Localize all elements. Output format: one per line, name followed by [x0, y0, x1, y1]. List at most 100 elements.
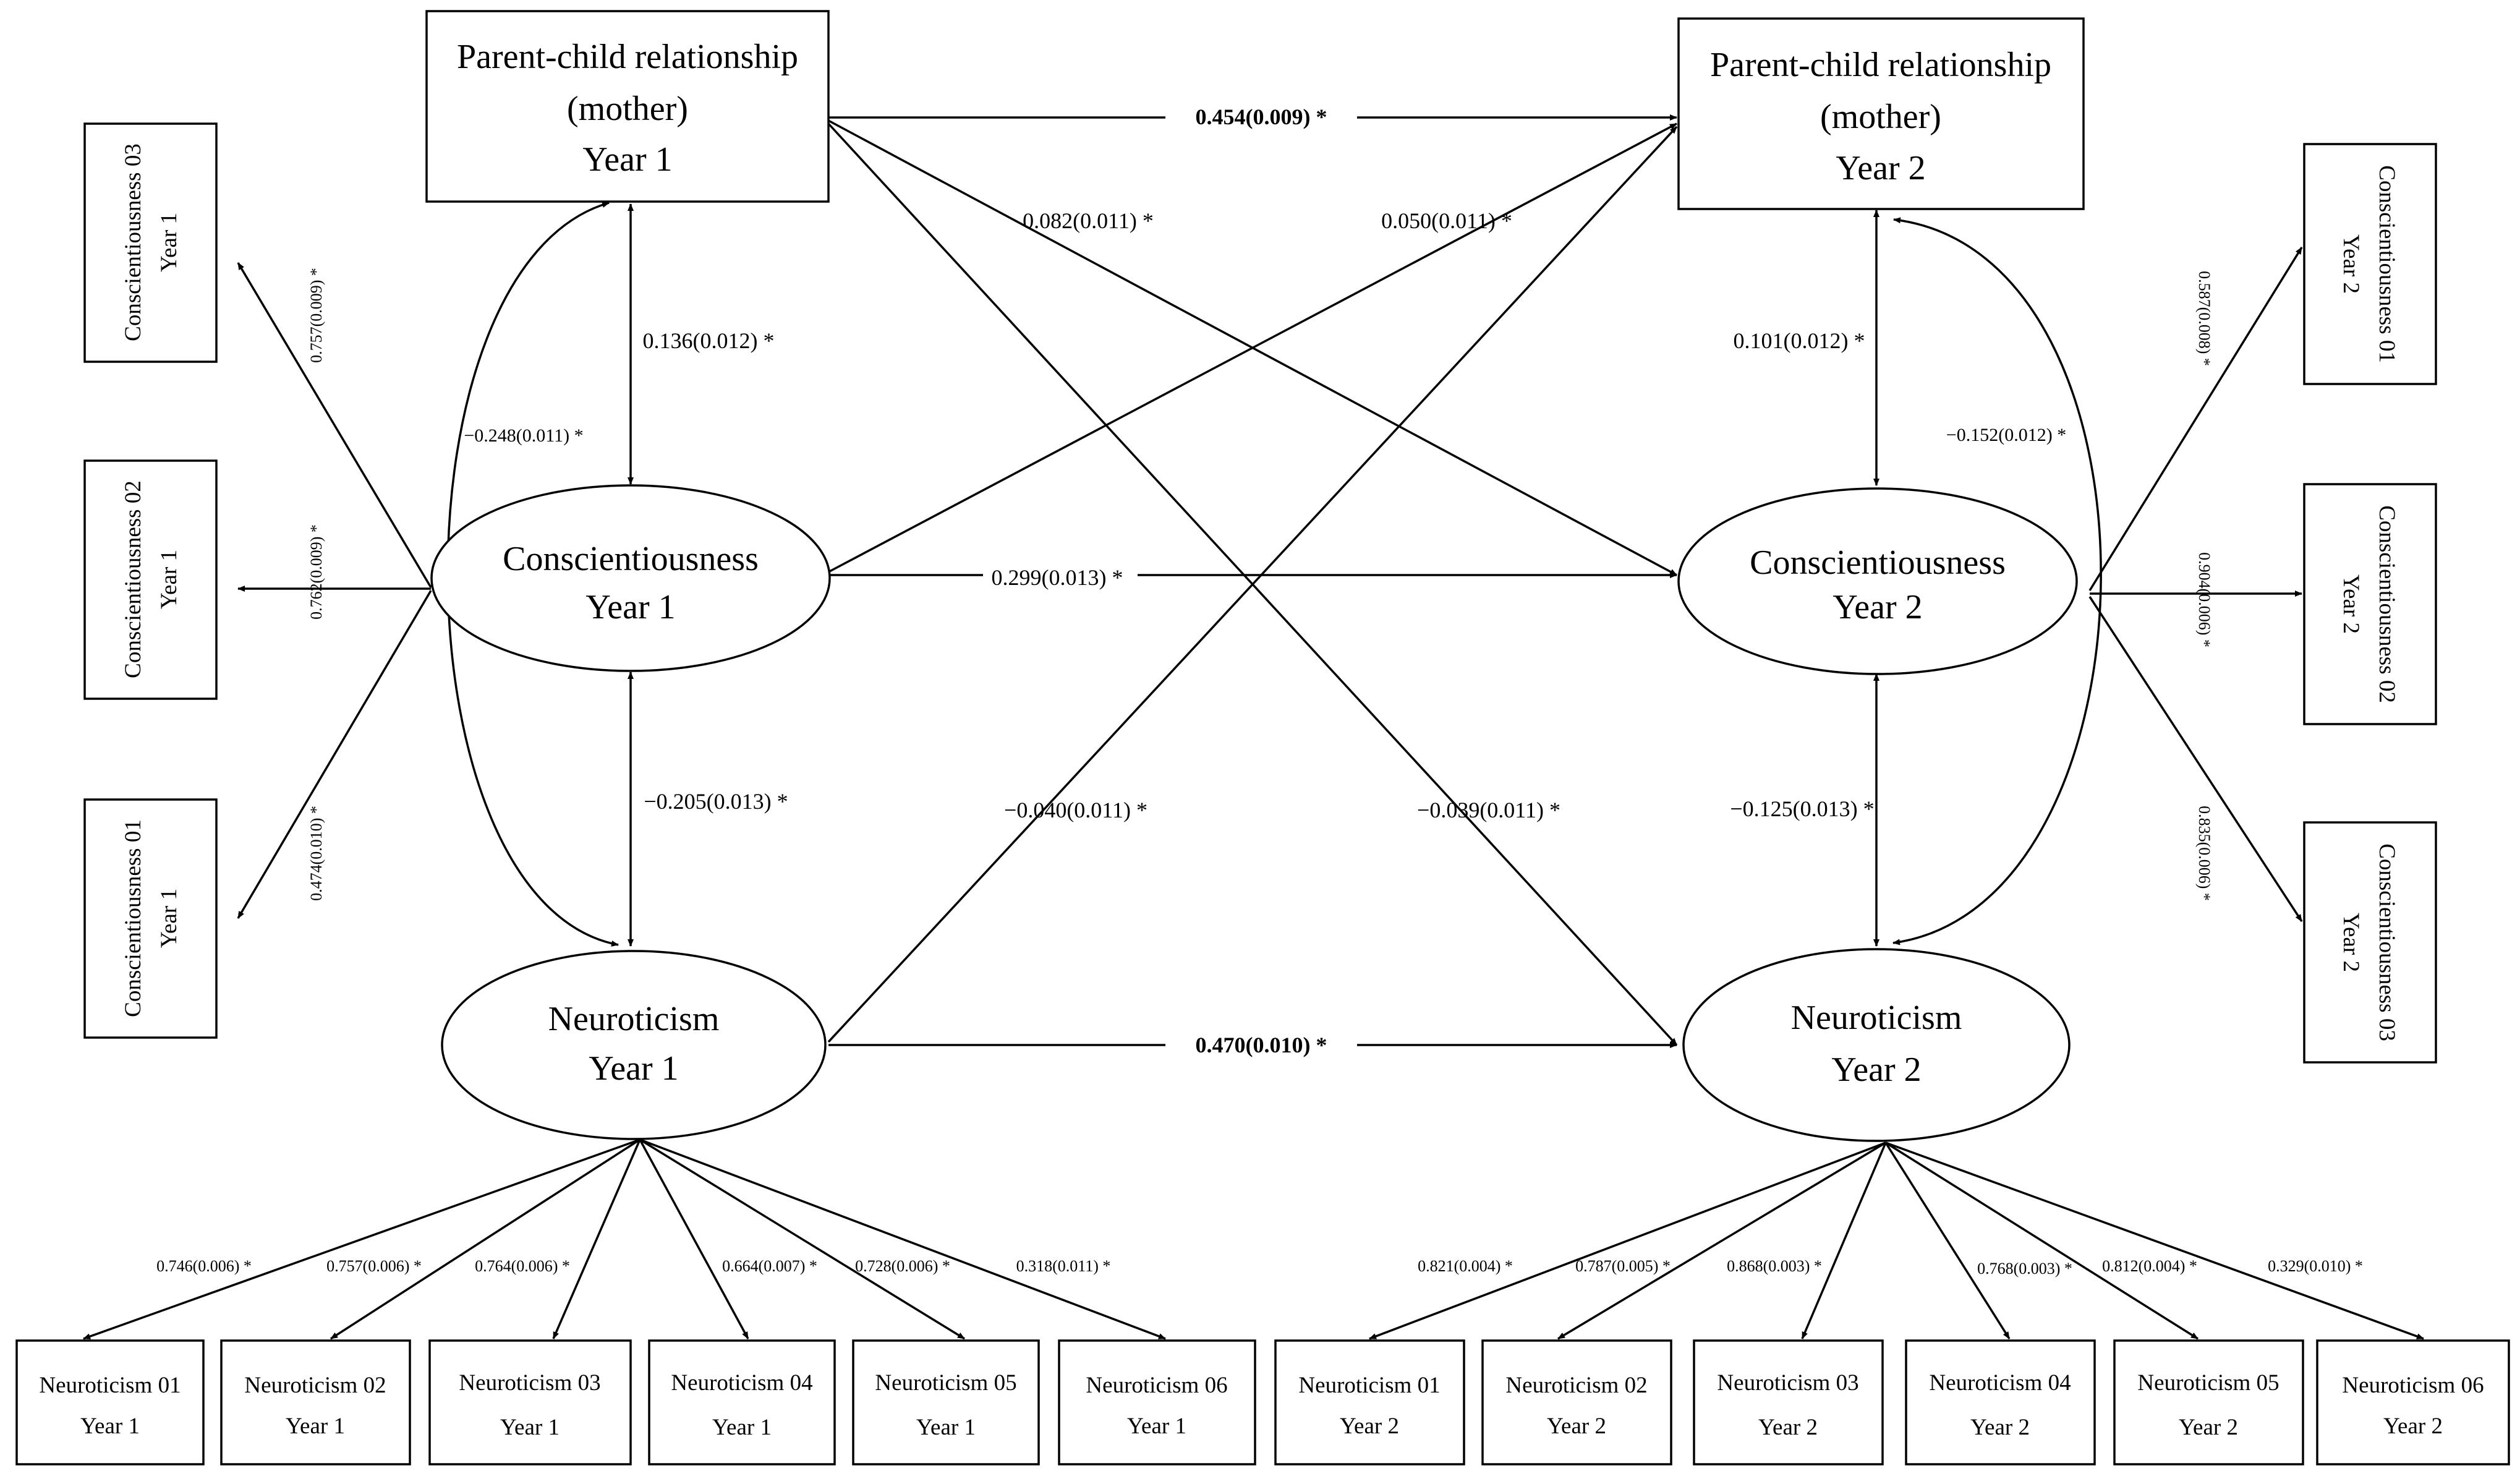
svg-text:Neuroticism 02: Neuroticism 02 [244, 1373, 386, 1398]
label-loading-n04-y1: 0.664(0.007) * [722, 1257, 817, 1275]
loading-n04-y2 [1884, 1142, 2011, 1339]
label-loading-c01-y2: 0.587(0.008) * [2195, 271, 2213, 366]
indicator-c03-year2: Conscientiousness 03 Year 2 [2303, 821, 2437, 1064]
indicator-n01-year2: Neuroticism 01 Year 2 [1274, 1339, 1465, 1465]
loading-n06-y1 [639, 1138, 1166, 1340]
label-loading-c02-y1: 0.762(0.009) * [307, 524, 325, 620]
label-loading-c03-y1: 0.757(0.009) * [307, 268, 325, 363]
label-loading-n01-y2: 0.821(0.004) * [1418, 1257, 1513, 1275]
svg-text:Year 1: Year 1 [156, 213, 182, 272]
svg-text:Neuroticism 01: Neuroticism 01 [1298, 1373, 1440, 1398]
indicator-n06-year1: Neuroticism 06 Year 1 [1058, 1339, 1256, 1465]
label-loading-n05-y2: 0.812(0.004) * [2102, 1257, 2197, 1275]
svg-text:Year 2: Year 2 [1836, 149, 1925, 187]
loading-n05-y2 [1885, 1141, 2199, 1340]
indicator-n01-year1: Neuroticism 01 Year 1 [15, 1339, 205, 1465]
svg-text:Neuroticism: Neuroticism [1791, 999, 1962, 1037]
label-con1-neu1: −0.205(0.013) * [644, 789, 788, 814]
svg-text:Conscientiousness 02: Conscientiousness 02 [121, 480, 146, 678]
indicator-n03-year1: Neuroticism 03 Year 1 [428, 1339, 632, 1465]
label-loading-c02-y2: 0.904(0.006) * [2195, 552, 2213, 647]
indicator-n02-year2: Neuroticism 02 Year 2 [1481, 1339, 1672, 1465]
svg-text:Year 1: Year 1 [156, 550, 182, 609]
svg-text:Neuroticism 04: Neuroticism 04 [671, 1370, 812, 1396]
label-loading-n02-y2: 0.787(0.005) * [1575, 1257, 1671, 1275]
label-loading-n05-y1: 0.728(0.006) * [855, 1257, 950, 1275]
loading-c03-y2 [2088, 596, 2303, 922]
svg-text:Year 2: Year 2 [2179, 1415, 2238, 1440]
indicator-c01-year2: Conscientiousness 01 Year 2 [2303, 143, 2437, 385]
svg-text:Year 2: Year 2 [1758, 1415, 1818, 1440]
svg-text:Parent-child relationship: Parent-child relationship [1710, 46, 2051, 84]
svg-text:Year 2: Year 2 [1833, 588, 1922, 626]
loading-n01-y2 [1369, 1141, 1886, 1340]
label-con2-neu2: −0.125(0.013) * [1730, 796, 1874, 821]
svg-text:Year 1: Year 1 [286, 1414, 345, 1439]
node-con-year2: Conscientiousness Year 2 [1677, 487, 2078, 675]
svg-text:Parent-child relationship: Parent-child relationship [457, 38, 798, 76]
indicator-n03-year2: Neuroticism 03 Year 2 [1693, 1339, 1884, 1465]
svg-text:Conscientiousness 03: Conscientiousness 03 [2374, 843, 2399, 1041]
label-con1-pcr2: 0.050(0.011) * [1381, 208, 1512, 233]
node-pcr-year1: Parent-child relationship (mother) Year … [425, 10, 830, 203]
loading-n06-y2 [1885, 1141, 2424, 1340]
loading-n03-y1 [552, 1139, 641, 1339]
node-neu-year2: Neuroticism Year 2 [1682, 948, 2071, 1142]
loading-n01-y1 [83, 1138, 641, 1340]
svg-text:Year 1: Year 1 [1127, 1414, 1186, 1439]
loading-n02-y1 [330, 1138, 641, 1340]
loading-n02-y2 [1557, 1141, 1886, 1340]
svg-text:Neuroticism 06: Neuroticism 06 [1086, 1373, 1227, 1398]
svg-text:Year 2: Year 2 [2338, 913, 2364, 972]
path-con1-pcr2 [828, 122, 1677, 573]
path-neu1-pcr2 [827, 126, 1678, 1043]
label-pcr2-con2: 0.101(0.012) * [1734, 328, 1865, 353]
loading-c03-y1 [237, 262, 432, 588]
svg-text:Year 1: Year 1 [916, 1415, 976, 1440]
svg-text:Neuroticism 03: Neuroticism 03 [1717, 1370, 1858, 1396]
loading-n05-y1 [639, 1138, 965, 1340]
indicator-n05-year1: Neuroticism 05 Year 1 [852, 1339, 1040, 1465]
svg-text:Conscientiousness 02: Conscientiousness 02 [2374, 505, 2399, 703]
svg-text:Neuroticism 05: Neuroticism 05 [875, 1370, 1016, 1396]
svg-text:Year 1: Year 1 [582, 140, 672, 179]
indicator-c02-year1: Conscientiousness 02 Year 1 [83, 459, 218, 700]
svg-text:Conscientiousness: Conscientiousness [1750, 544, 2006, 582]
label-pcr1-neu2: −0.039(0.011) * [1417, 798, 1560, 822]
indicator-n04-year2: Neuroticism 04 Year 2 [1905, 1339, 2096, 1465]
svg-text:Neuroticism: Neuroticism [548, 1000, 720, 1038]
svg-text:(mother): (mother) [1820, 98, 1941, 136]
svg-text:Neuroticism 05: Neuroticism 05 [2137, 1370, 2279, 1396]
indicator-n02-year1: Neuroticism 02 Year 1 [220, 1339, 411, 1465]
label-loading-n02-y1: 0.757(0.006) * [326, 1257, 422, 1275]
svg-text:Year 2: Year 2 [1970, 1415, 2030, 1440]
label-pcr1-con2: 0.082(0.011) * [1023, 208, 1154, 233]
svg-text:Conscientiousness: Conscientiousness [503, 540, 759, 578]
svg-text:Conscientiousness 01: Conscientiousness 01 [121, 819, 146, 1017]
svg-text:Year 1: Year 1 [585, 588, 675, 626]
coefficient-labels: 0.454(0.009) * 0.299(0.013) * 0.470(0.01… [156, 101, 2363, 1278]
svg-text:Neuroticism 04: Neuroticism 04 [1929, 1370, 2071, 1396]
label-pcr1-con1: 0.136(0.012) * [643, 328, 775, 353]
label-neu1-pcr2: −0.040(0.011) * [1004, 798, 1147, 822]
node-con-year1: Conscientiousness Year 1 [430, 484, 831, 672]
svg-text:Year 1: Year 1 [80, 1414, 140, 1439]
loading-n04-y1 [639, 1139, 749, 1339]
svg-text:Neuroticism 02: Neuroticism 02 [1505, 1373, 1647, 1398]
svg-text:Year 1: Year 1 [156, 889, 182, 948]
label-con-stability: 0.299(0.013) * [992, 565, 1123, 590]
indicator-c01-year1: Conscientiousness 01 Year 1 [83, 798, 218, 1039]
cov-pcr2-neu2 [1892, 217, 2102, 945]
label-loading-c01-y1: 0.474(0.010) * [307, 806, 325, 901]
label-loading-n06-y1: 0.318(0.011) * [1016, 1257, 1111, 1275]
loading-n03-y2 [1801, 1142, 1887, 1339]
svg-text:Year 2: Year 2 [1547, 1414, 1606, 1439]
svg-text:Neuroticism 03: Neuroticism 03 [459, 1370, 600, 1396]
loading-c01-y1 [237, 590, 432, 919]
label-loading-n06-y2: 0.329(0.010) * [2268, 1257, 2363, 1275]
svg-text:Year 2: Year 2 [2338, 574, 2364, 634]
label-loading-n03-y2: 0.868(0.003) * [1727, 1257, 1822, 1275]
node-neu-year1: Neuroticism Year 1 [441, 950, 827, 1140]
label-loading-n03-y1: 0.764(0.006) * [475, 1257, 570, 1275]
indicator-c03-year1: Conscientiousness 03 Year 1 [83, 122, 218, 363]
